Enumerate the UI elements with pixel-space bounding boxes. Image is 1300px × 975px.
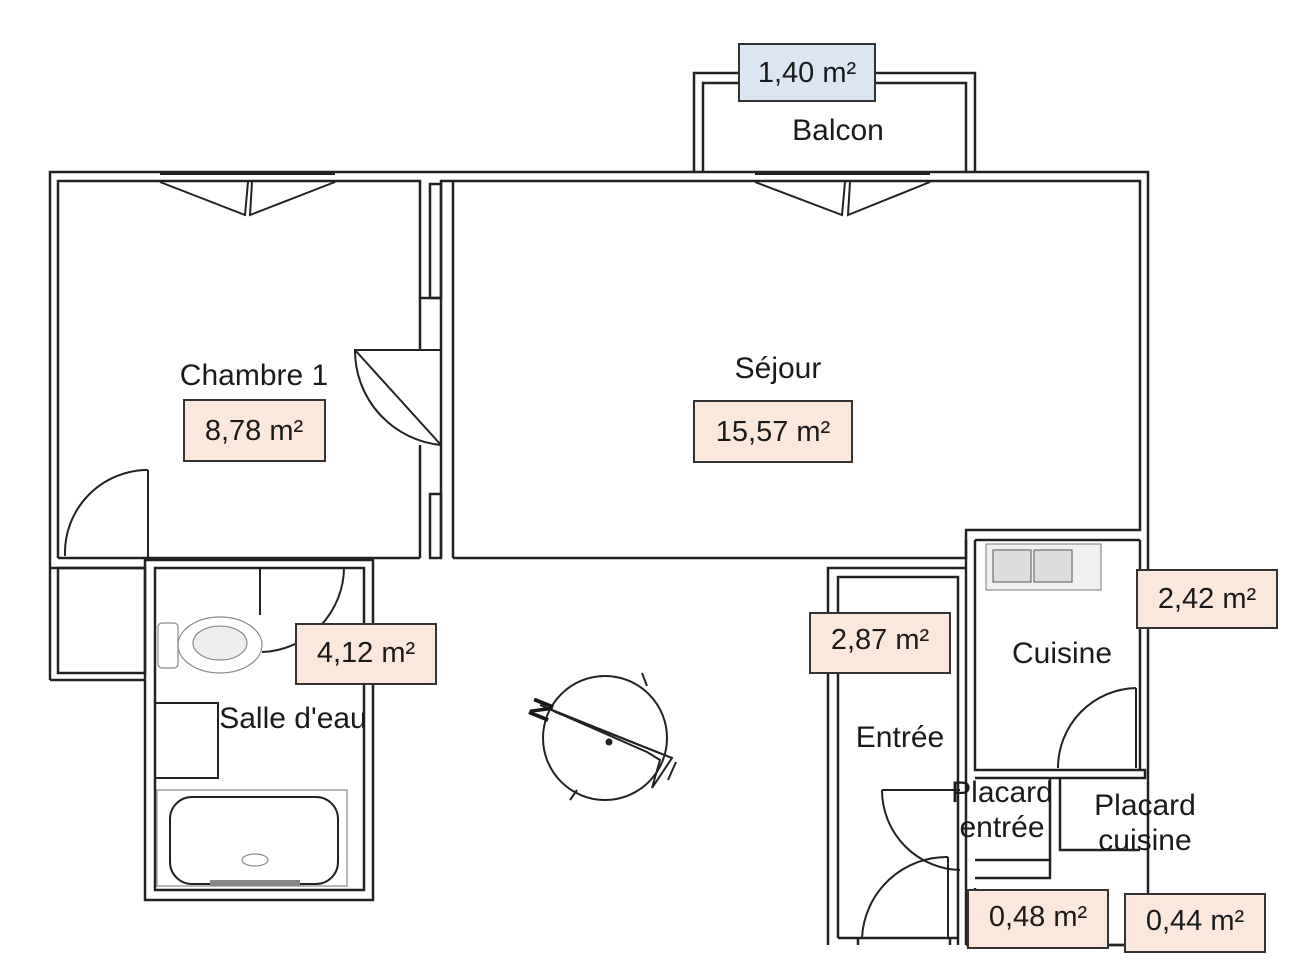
- windows: [159, 173, 931, 217]
- area-text: 2,42 m²: [1158, 583, 1257, 615]
- bathroom-walls: [143, 558, 375, 902]
- area-text: 8,78 m²: [205, 415, 304, 447]
- area-badge-placard-cuisine: 0,44 m²: [1124, 893, 1266, 953]
- area-badge-placard-entree: 0,48 m²: [967, 889, 1109, 949]
- area-text: 4,12 m²: [317, 637, 416, 669]
- compass-north-label: N: [523, 694, 562, 726]
- area-badge-cuisine: 2,42 m²: [1136, 569, 1278, 629]
- room-label-placard-cuisine-2: cuisine: [1098, 824, 1191, 857]
- area-text: 2,87 m²: [831, 624, 930, 656]
- area-badge-entree: 2,87 m²: [809, 612, 951, 674]
- room-label-salle-deau: Salle d'eau: [219, 702, 367, 735]
- compass-icon: N: [523, 672, 677, 801]
- area-badge-chambre1: 8,78 m²: [183, 399, 326, 462]
- left-closet: [56, 566, 147, 675]
- area-text: 0,44 m²: [1146, 905, 1245, 937]
- room-label-chambre1: Chambre 1: [180, 359, 328, 392]
- area-badge-salle-deau: 4,12 m²: [295, 623, 437, 685]
- room-label-balcon: Balcon: [792, 114, 884, 147]
- room-label-entree: Entrée: [856, 721, 944, 754]
- room-label-sejour: Séjour: [735, 352, 822, 385]
- area-text: 15,57 m²: [716, 416, 831, 448]
- room-label-placard-entree-2: entrée: [959, 811, 1044, 844]
- bedroom-door: [63, 349, 442, 558]
- area-text: 1,40 m²: [758, 57, 857, 89]
- area-text: 0,48 m²: [989, 901, 1088, 933]
- kitchen-entry-walls: [826, 538, 1148, 947]
- area-badge-balcon: 1,40 m²: [738, 43, 876, 102]
- room-label-cuisine: Cuisine: [1012, 637, 1112, 670]
- area-badge-sejour: 15,57 m²: [693, 400, 853, 463]
- room-label-placard-entree-1: Placard: [951, 776, 1053, 809]
- room-label-placard-cuisine-1: Placard: [1094, 789, 1196, 822]
